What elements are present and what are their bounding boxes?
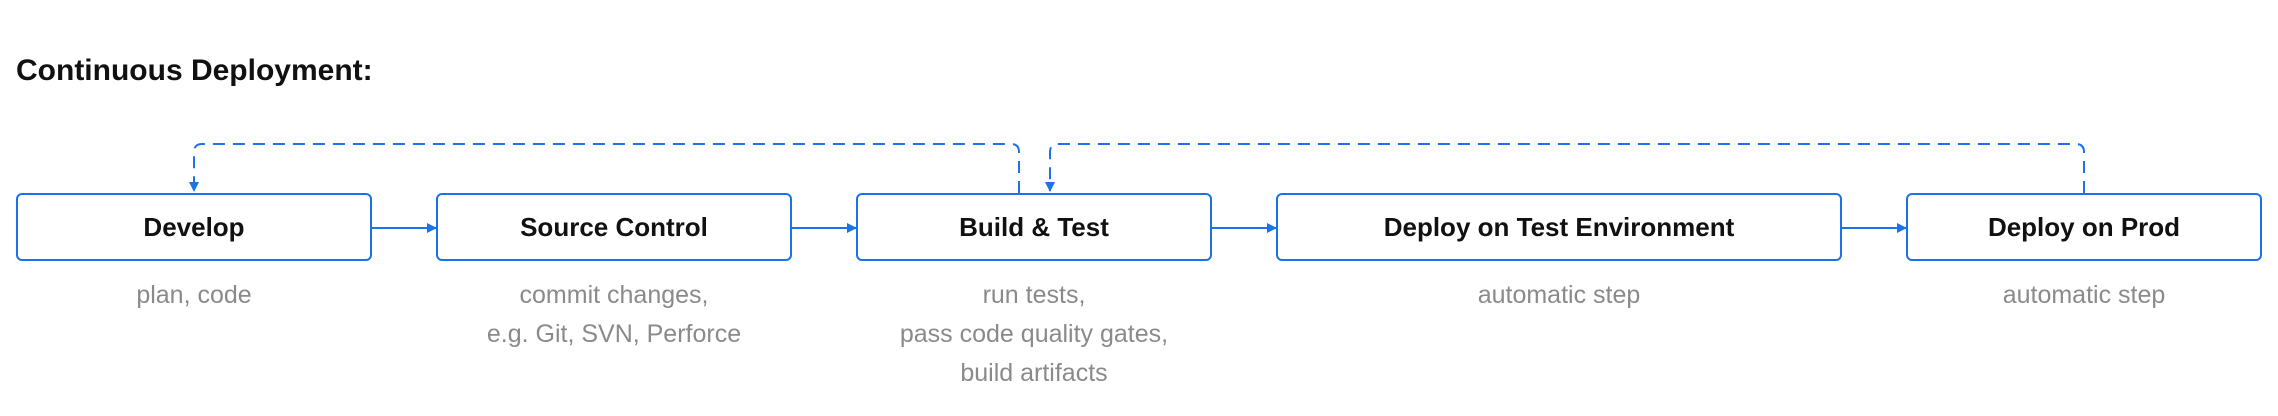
caption-line: build artifacts <box>960 359 1108 387</box>
step-build-test: Build & Test <box>856 193 1212 261</box>
caption-build-test: run tests, pass code quality gates, buil… <box>856 276 1212 393</box>
caption-line: pass code quality gates, <box>899 320 1169 348</box>
caption-line: plan, code <box>136 281 252 309</box>
caption-source-control: commit changes, e.g. Git, SVN, Perforce <box>436 276 792 354</box>
caption-line: automatic step <box>2002 281 2166 309</box>
step-develop: Develop <box>16 193 372 261</box>
caption-line: e.g. Git, SVN, Perforce <box>486 320 742 348</box>
diagram-title: Continuous Deployment: <box>16 54 373 87</box>
caption-deploy-prod: automatic step <box>1906 276 2262 315</box>
caption-develop: plan, code <box>16 276 372 315</box>
caption-deploy-test-environment: automatic step <box>1276 276 1842 315</box>
feedback-build-test-to-develop <box>189 143 1020 193</box>
step-deploy-test-environment: Deploy on Test Environment <box>1276 193 1842 261</box>
step-source-control: Source Control <box>436 193 792 261</box>
caption-line: run tests, <box>982 281 1086 309</box>
caption-line: automatic step <box>1477 281 1641 309</box>
feedback-deploy-prod-to-build-test <box>1045 143 2085 193</box>
step-deploy-prod: Deploy on Prod <box>1906 193 2262 261</box>
caption-line: commit changes, <box>519 281 709 309</box>
